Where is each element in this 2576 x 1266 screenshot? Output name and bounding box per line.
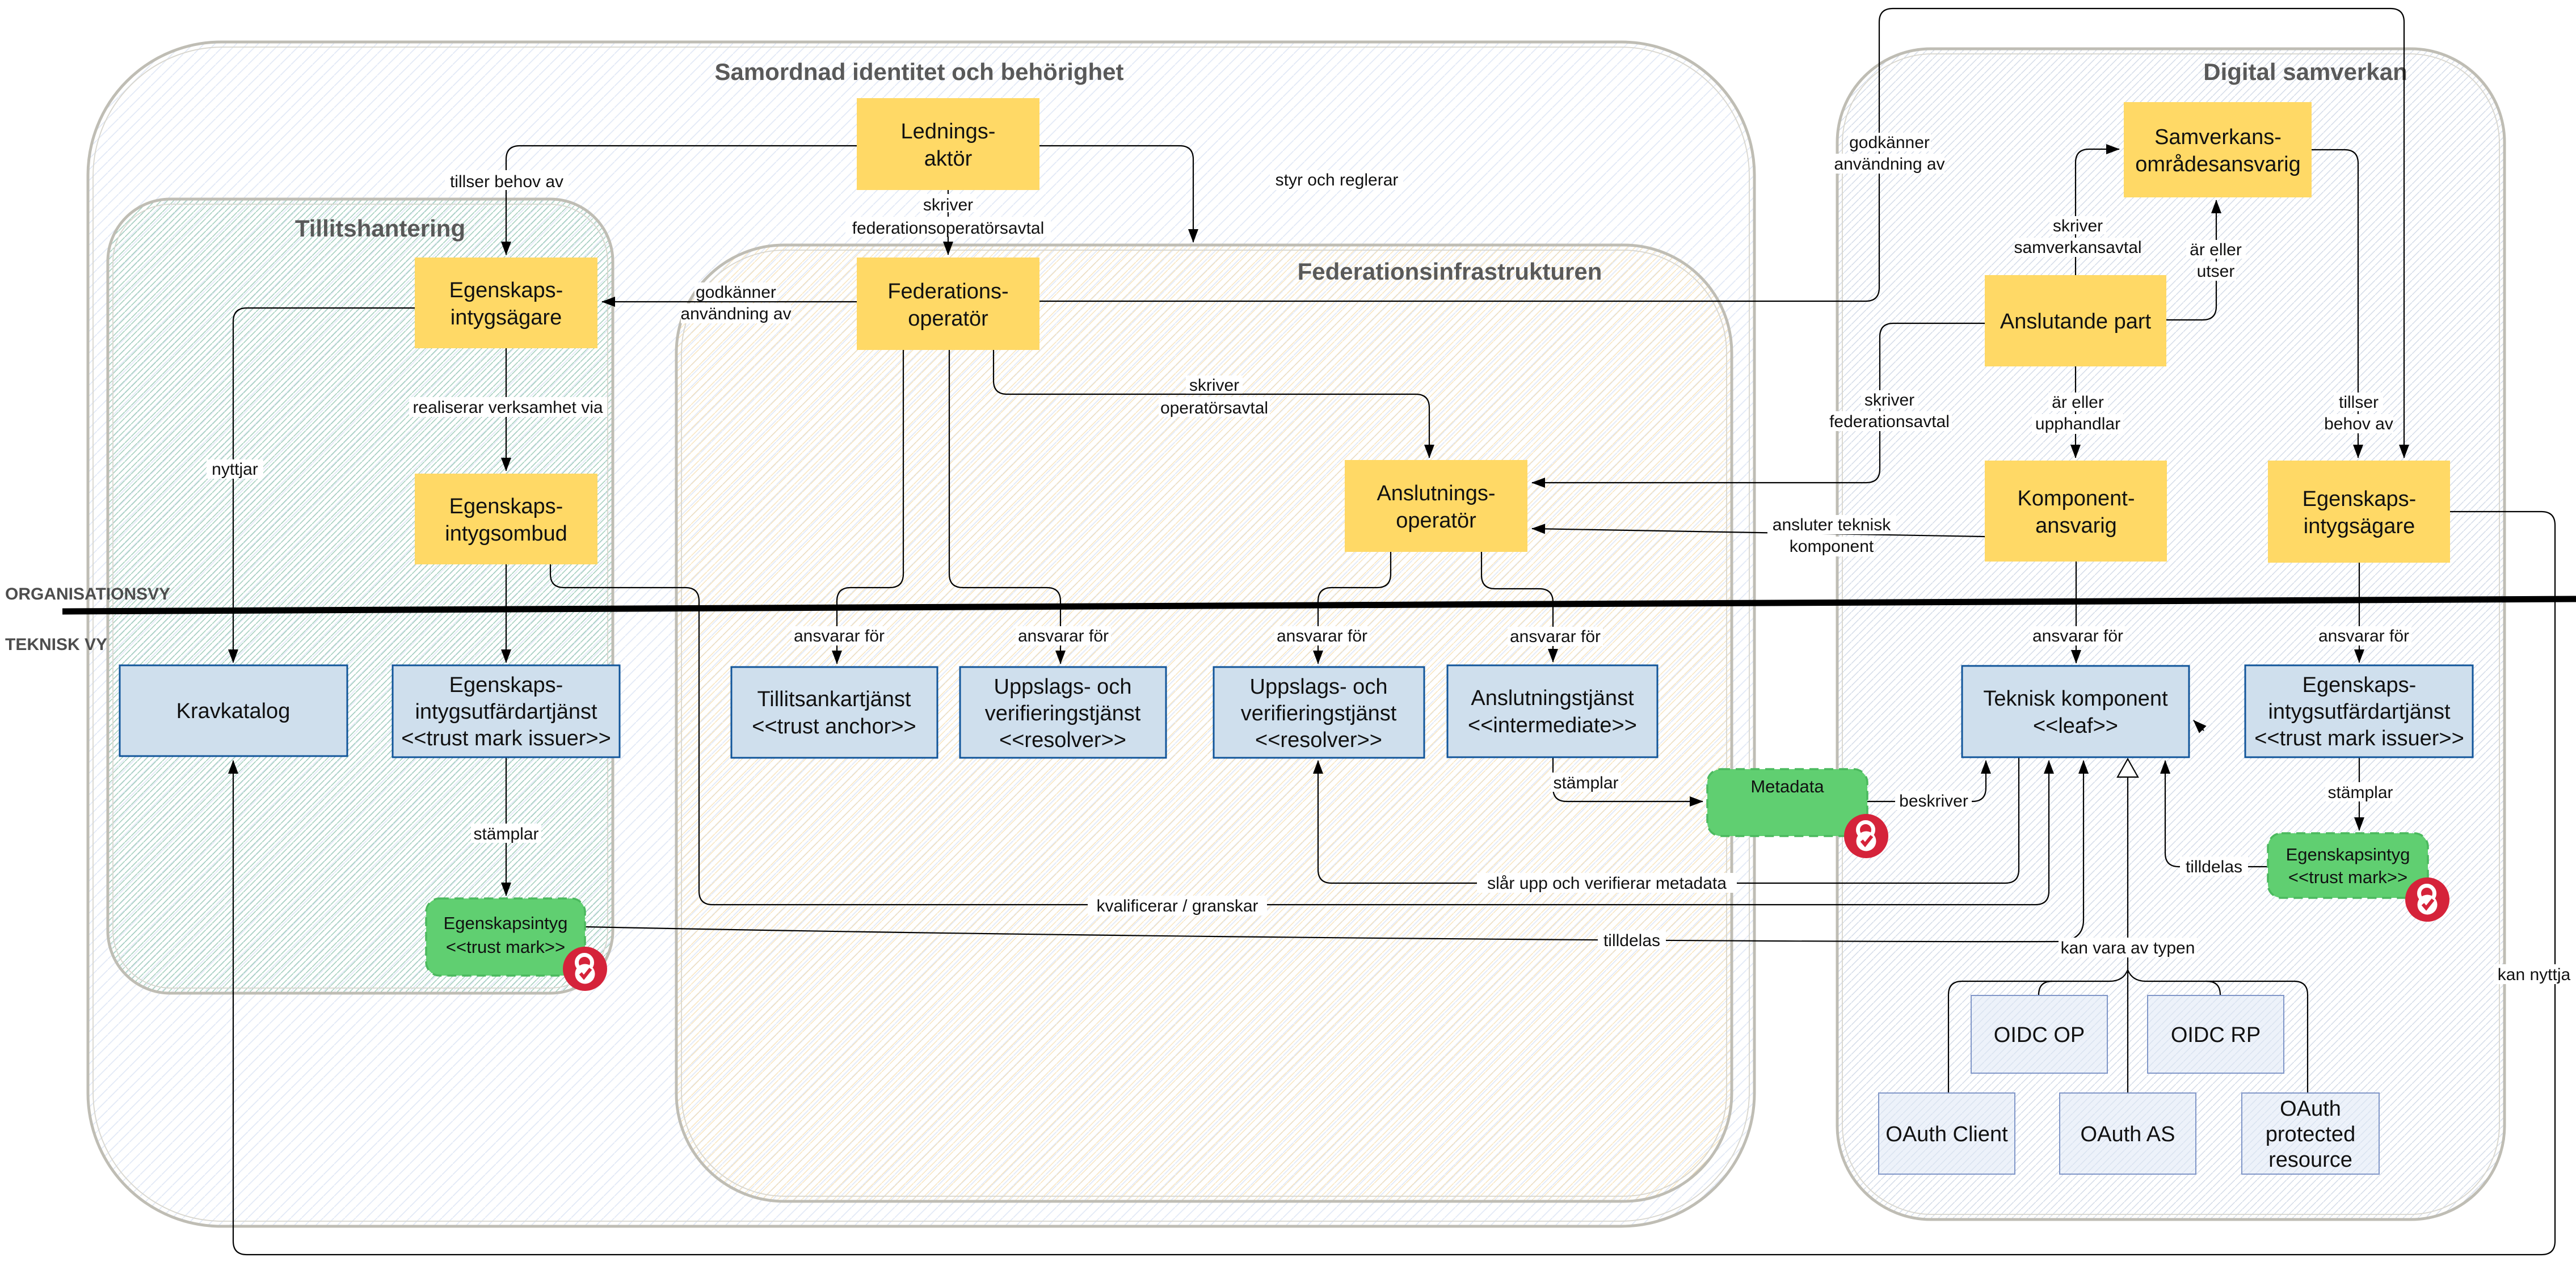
svg-text:är eller: är eller [2052,393,2104,412]
svg-text:operatörsavtal: operatörsavtal [1160,399,1268,417]
svg-text:ansluter teknisk: ansluter teknisk [1773,516,1891,534]
svg-text:realiserar verksamhet via: realiserar verksamhet via [413,398,603,417]
svg-text:resource: resource [2268,1148,2352,1172]
svg-text:samverkansavtal: samverkansavtal [2014,238,2141,257]
svg-text:godkänner: godkänner [696,283,776,302]
svg-text:styr och reglerar: styr och reglerar [1276,171,1399,189]
svg-text:<<trust mark>>: <<trust mark>> [2288,867,2407,887]
svg-text:slår upp och verifierar metada: slår upp och verifierar metadata [1487,874,1727,893]
svg-text:skriver: skriver [923,196,973,214]
svg-text:OAuth AS: OAuth AS [2081,1122,2175,1146]
svg-text:komponent: komponent [1790,537,1874,556]
svg-text:användning av: användning av [680,305,791,323]
svg-text:<<trust mark issuer>>: <<trust mark issuer>> [2254,727,2464,750]
svg-text:ansvarar för: ansvarar för [794,627,885,645]
svg-text:OIDC OP: OIDC OP [1994,1023,2085,1047]
svg-text:ORGANISATIONSVY: ORGANISATIONSVY [5,585,170,604]
svg-text:utser: utser [2197,262,2235,281]
svg-text:behov av: behov av [2324,415,2393,433]
svg-text:ansvarig: ansvarig [2035,514,2117,538]
svg-text:Federations-: Federations- [887,280,1008,303]
svg-text:stämplar: stämplar [1553,774,1618,792]
svg-text:Egenskapsintyg: Egenskapsintyg [444,913,568,933]
svg-text:intygsutfärdartjänst: intygsutfärdartjänst [2268,700,2450,724]
svg-text:Egenskaps-: Egenskaps- [449,278,563,302]
svg-text:<<trust anchor>>: <<trust anchor>> [752,715,916,739]
svg-text:Tillitshantering: Tillitshantering [295,215,465,242]
svg-text:<<trust mark issuer>>: <<trust mark issuer>> [401,727,611,750]
svg-text:Komponent-: Komponent- [2017,487,2135,510]
svg-text:nyttjar: nyttjar [212,460,258,479]
svg-text:intygsutfärdartjänst: intygsutfärdartjänst [415,700,597,724]
svg-text:<<leaf>>: <<leaf>> [2033,714,2118,738]
svg-text:skriver: skriver [2053,217,2103,235]
svg-text:Tillitsankartjänst: Tillitsankartjänst [757,687,911,711]
svg-text:Digital samverkan: Digital samverkan [2203,58,2407,85]
svg-text:skriver: skriver [1864,391,1914,410]
svg-text:OAuth: OAuth [2280,1097,2341,1121]
svg-text:<<resolver>>: <<resolver>> [1255,728,1382,752]
svg-text:ansvarar för: ansvarar för [1510,627,1601,646]
svg-text:verifieringstjänst: verifieringstjänst [1241,702,1397,725]
svg-text:Egenskaps-: Egenskaps- [2303,487,2417,511]
svg-text:OIDC RP: OIDC RP [2171,1023,2261,1047]
svg-text:stämplar: stämplar [473,825,538,843]
svg-text:tilldelas: tilldelas [1603,931,1660,950]
svg-text:federationsavtal: federationsavtal [1829,412,1950,431]
svg-text:Metadata: Metadata [1750,777,1824,796]
svg-text:OAuth Client: OAuth Client [1885,1122,2008,1146]
svg-text:upphandlar: upphandlar [2035,415,2120,433]
svg-text:användning av: användning av [1834,155,1944,174]
svg-text:verifieringstjänst: verifieringstjänst [985,702,1141,725]
svg-text:operatör: operatör [908,307,988,331]
svg-text:intygsägare: intygsägare [2304,514,2415,538]
svg-text:tillser behov av: tillser behov av [450,172,563,191]
svg-text:stämplar: stämplar [2327,783,2393,802]
svg-text:ansvarar för: ansvarar för [1018,627,1109,645]
svg-text:Samordnad identitet och behöri: Samordnad identitet och behörighet [714,58,1123,85]
svg-text:tillser: tillser [2339,393,2379,412]
svg-text:aktör: aktör [924,147,973,171]
svg-text:Egenskaps-: Egenskaps- [2303,673,2417,697]
svg-text:Lednings-: Lednings- [901,120,996,144]
svg-text:Federationsinfrastrukturen: Federationsinfrastrukturen [1298,258,1602,285]
svg-text:ansvarar för: ansvarar för [2318,627,2409,645]
svg-text:Anslutningstjänst: Anslutningstjänst [1471,686,1634,710]
svg-text:Kravkatalog: Kravkatalog [176,699,291,723]
svg-text:beskriver: beskriver [1899,792,1968,811]
svg-text:Egenskapsintyg: Egenskapsintyg [2286,845,2410,864]
svg-text:kan nyttja: kan nyttja [2498,965,2571,984]
svg-text:intygsägare: intygsägare [451,306,562,330]
svg-text:Anslutande part: Anslutande part [2000,310,2152,334]
svg-text:ansvarar för: ansvarar för [1277,627,1367,645]
svg-text:<<resolver>>: <<resolver>> [999,728,1126,752]
svg-text:Egenskaps-: Egenskaps- [449,495,563,518]
svg-text:områdesansvarig: områdesansvarig [2135,153,2300,176]
svg-text:skriver: skriver [1189,376,1239,395]
svg-text:Samverkans-: Samverkans- [2154,125,2282,149]
svg-text:tilldelas: tilldelas [2186,858,2242,876]
svg-text:TEKNISK VY: TEKNISK VY [5,635,107,654]
svg-text:federationsoperatörsavtal: federationsoperatörsavtal [852,219,1045,238]
svg-text:Uppslags- och: Uppslags- och [994,675,1132,699]
svg-text:<<trust mark>>: <<trust mark>> [446,937,565,957]
svg-text:godkänner: godkänner [1849,133,1930,152]
svg-text:Egenskaps-: Egenskaps- [449,673,563,697]
svg-text:Uppslags- och: Uppslags- och [1250,675,1388,699]
svg-text:ansvarar för: ansvarar för [2032,627,2123,645]
svg-text:är eller: är eller [2190,240,2242,259]
svg-text:<<intermediate>>: <<intermediate>> [1468,714,1637,737]
svg-text:intygsombud: intygsombud [445,522,567,546]
svg-text:Anslutnings-: Anslutnings- [1377,482,1495,505]
svg-text:kvalificerar / granskar: kvalificerar / granskar [1096,897,1258,915]
svg-text:protected: protected [2266,1122,2355,1146]
svg-text:Teknisk komponent: Teknisk komponent [1983,687,2168,711]
svg-text:kan vara av typen: kan vara av typen [2061,939,2195,957]
svg-text:operatör: operatör [1396,509,1476,533]
